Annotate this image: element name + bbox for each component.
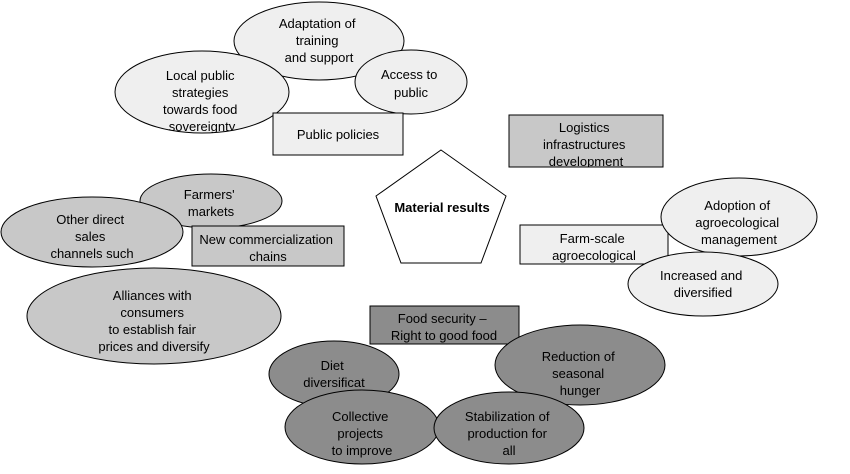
svg-text:Farmers' markets: Farmers' markets xyxy=(184,187,239,219)
svg-text:Other direct sales: Other direct sales channels such xyxy=(50,212,133,261)
box-label-line: Food security – xyxy=(398,311,488,326)
node-label-line: towards food xyxy=(163,102,237,117)
node-reduction-of-seasonal-hunger: Reduction of seasonal hunger xyxy=(494,324,666,406)
box-label-line: Right to good food xyxy=(391,328,497,343)
box-logistics-infrastructures: Logistics infrastructures development xyxy=(508,114,664,169)
svg-text:Adoption of agroecologic: Adoption of agroecological management xyxy=(695,198,782,247)
node-label-line: Farmers' xyxy=(184,187,235,202)
node-label-line: management xyxy=(701,232,777,247)
node-label-line: hunger xyxy=(560,383,601,398)
node-increased-and-diversified: Increased and diversified xyxy=(627,251,779,317)
box-farm-scale-agroecological: Farm-scale agroecological xyxy=(519,224,669,265)
node-collective-projects: Collective projects to improve xyxy=(284,389,440,465)
svg-text:Reduction of seasonal: Reduction of seasonal hunger xyxy=(542,349,619,398)
svg-text:Adaptation of training: Adaptation of training and support xyxy=(279,16,359,65)
ellipse-shape xyxy=(114,50,290,134)
node-label-line: training xyxy=(296,33,339,48)
node-label-line: diversificat xyxy=(303,375,365,390)
box-shape xyxy=(519,224,669,265)
box-label-line: Public policies xyxy=(297,127,380,142)
node-label-line: all xyxy=(502,443,515,458)
node-label-line: diversified xyxy=(674,285,733,300)
ellipse-shape xyxy=(26,267,282,365)
box-label-line: agroecological xyxy=(552,248,636,263)
svg-text:New commercialization ch: New commercialization chains xyxy=(199,232,336,264)
box-label-line: Logistics xyxy=(559,120,610,135)
box-shape xyxy=(369,305,520,345)
box-label-line: infrastructures xyxy=(543,137,626,152)
node-access-to-public: Access to public xyxy=(354,49,468,115)
svg-text:Increased and diversifie: Increased and diversified xyxy=(660,268,746,300)
box-food-security: Food security – Right to good food xyxy=(369,305,520,345)
svg-text:Local public strategies: Local public strategies towards food sov… xyxy=(163,68,241,134)
svg-text:Public policies: Public policies xyxy=(297,127,380,142)
node-label-line: Collective xyxy=(332,409,388,424)
box-shape xyxy=(272,112,404,156)
node-label-line: channels such xyxy=(50,246,133,261)
box-label-line: chains xyxy=(249,249,287,264)
svg-text:Collective projects: Collective projects to improve xyxy=(332,409,393,458)
node-label-line: Stabilization of xyxy=(465,409,550,424)
box-new-commercialization-chains: New commercialization chains xyxy=(191,225,345,267)
svg-text:Stabilization of product: Stabilization of production for all xyxy=(465,409,553,458)
node-label-line: markets xyxy=(188,204,235,219)
svg-text:Alliances with consumers: Alliances with consumers to establish fa… xyxy=(98,288,210,354)
node-stabilization-of-production: Stabilization of production for all xyxy=(433,391,585,465)
svg-text:Food security – Right to: Food security – Right to good food xyxy=(391,311,497,343)
svg-text:Access to public: Access to public xyxy=(381,67,441,100)
node-label-line: Adaptation of xyxy=(279,16,356,31)
node-label-line: Reduction of xyxy=(542,349,615,364)
ellipse-shape xyxy=(433,391,585,465)
pentagon-shape xyxy=(375,149,507,264)
node-label-line: agroecological xyxy=(695,215,779,230)
center-label: Material results xyxy=(394,200,489,215)
node-label-line: sovereignty xyxy=(169,119,236,134)
box-shape xyxy=(191,225,345,267)
node-label-line: prices and diversify xyxy=(98,339,210,354)
center-material-results: Material results xyxy=(375,149,507,264)
node-local-public-strategies: Local public strategies towards food sov… xyxy=(114,50,290,134)
node-label-line: Adoption of xyxy=(704,198,770,213)
box-label-line: New commercialization xyxy=(199,232,333,247)
node-label-line: consumers xyxy=(120,305,184,320)
node-label-line: Other direct xyxy=(56,212,124,227)
node-label-line: Alliances with xyxy=(113,288,192,303)
svg-text:Logistics infrastructure: Logistics infrastructures development xyxy=(543,120,629,169)
node-label-line: Local public xyxy=(166,68,235,83)
node-adoption-of-agroecological: Adoption of agroecological management xyxy=(660,177,818,257)
node-alliances-with-consumers: Alliances with consumers to establish fa… xyxy=(26,267,282,365)
node-farmers-markets: Farmers' markets xyxy=(139,173,283,229)
node-label-line: projects xyxy=(337,426,383,441)
node-label-line: to improve xyxy=(332,443,393,458)
node-label-line: Access to xyxy=(381,67,437,82)
node-label-line: Increased and xyxy=(660,268,742,283)
ellipse-shape xyxy=(354,49,468,115)
node-label-line: to establish fair xyxy=(108,322,196,337)
ellipse-shape xyxy=(0,196,184,268)
node-other-direct-sales: Other direct sales channels such xyxy=(0,196,184,268)
node-label-line: production for xyxy=(467,426,547,441)
node-adaptation-of-training: Adaptation of training and support xyxy=(233,1,405,81)
box-shape xyxy=(508,114,664,168)
node-label-line: strategies xyxy=(172,85,229,100)
svg-text:Material results: Material results xyxy=(394,200,489,215)
box-label-line: Farm-scale xyxy=(560,231,625,246)
svg-text:Farm-scale agroecologica: Farm-scale agroecological xyxy=(552,231,636,263)
node-label-line: Diet xyxy=(321,358,345,373)
ellipse-shape xyxy=(233,1,405,81)
box-label-line: development xyxy=(549,154,624,169)
svg-text:Diet diversificat: Diet diversificat xyxy=(303,358,365,390)
ellipse-shape xyxy=(494,324,666,406)
node-label-line: sales xyxy=(75,229,106,244)
node-label-line: seasonal xyxy=(552,366,604,381)
box-public-policies: Public policies xyxy=(272,112,404,156)
node-label-line: and support xyxy=(285,50,354,65)
ellipse-shape xyxy=(627,251,779,317)
node-label-line: public xyxy=(394,85,428,100)
